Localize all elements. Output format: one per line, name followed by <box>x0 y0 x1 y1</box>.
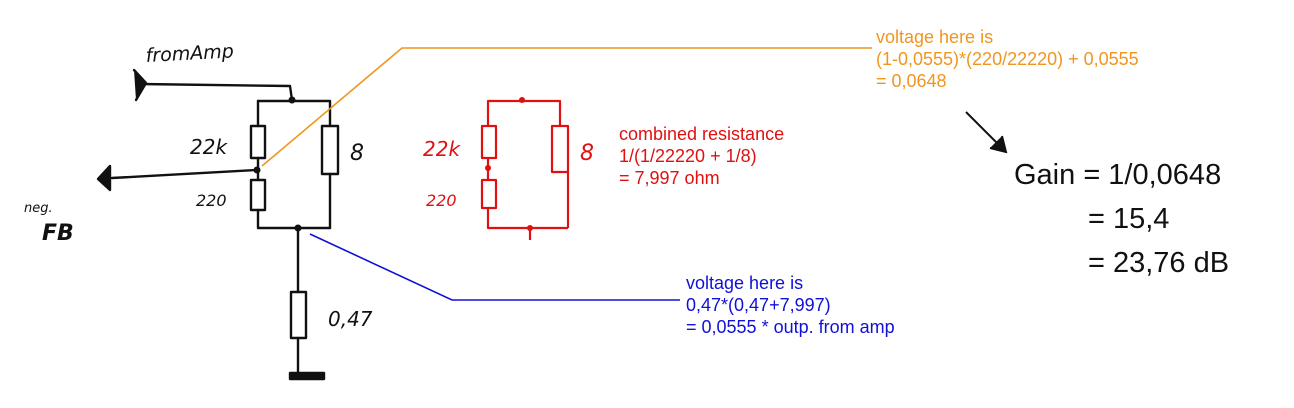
red-note-line-2: 1/(1/22220 + 1/8) <box>619 146 757 166</box>
red-nodes <box>485 97 533 231</box>
red-bottom-left-wire <box>486 208 568 230</box>
r-8-label: 8 <box>350 141 364 166</box>
red-resistance-note: combined resistance 1/(1/22220 + 1/8) = … <box>619 123 784 189</box>
left-branch-bottom-wire <box>256 208 332 230</box>
red-resistor-8 <box>550 124 570 174</box>
r-047-label: 0,47 <box>328 307 373 331</box>
neg-label: neg. <box>24 201 53 216</box>
red-resistor-220 <box>480 178 498 210</box>
orange-note-line-3: = 0,0648 <box>876 71 947 91</box>
from-amp-wire <box>138 82 294 102</box>
node-mid <box>253 166 261 174</box>
red-22k-label: 22k <box>423 137 461 161</box>
circuit-nodes <box>253 96 302 232</box>
red-note-line-3: = 7,997 ohm <box>619 168 720 188</box>
gain-line-1: Gain = 1/0,0648 <box>1014 159 1222 191</box>
red-8-label: 8 <box>580 141 594 166</box>
fb-label: FB <box>42 221 74 246</box>
neg-fb-wire <box>110 168 258 180</box>
red-equivalent-circuit <box>480 99 570 240</box>
gain-arrow <box>965 111 1008 154</box>
resistor-22k <box>249 124 267 160</box>
node-bottom <box>294 224 302 232</box>
resistor-220 <box>249 178 267 212</box>
blue-note-line-2: 0,47*(0,47+7,997) <box>686 295 831 315</box>
gain-line-3: = 23,76 dB <box>1088 247 1230 279</box>
red-220-label: 220 <box>426 191 457 210</box>
orange-note-line-1: voltage here is <box>876 27 994 47</box>
from-amp-label: fromAmp <box>145 40 234 67</box>
gain-calculation: Gain = 1/0,0648 = 15,4 = 23,76 dB <box>1014 153 1229 285</box>
r-22k-label: 22k <box>190 135 228 159</box>
red-note-line-1: combined resistance <box>619 124 785 144</box>
resistor-047 <box>289 290 308 340</box>
orange-voltage-note: voltage here is (1-0,0555)*(220/22220) +… <box>876 26 1139 92</box>
orange-note-line-2: (1-0,0555)*(220/22220) + 0,0555 <box>876 49 1139 69</box>
ground-bar <box>288 371 326 381</box>
orange-leader <box>261 47 872 167</box>
blue-note-line-1: voltage here is <box>686 273 804 293</box>
red-resistor-22k <box>480 124 498 160</box>
resistor-8 <box>320 124 340 176</box>
red-top-wire <box>486 99 562 126</box>
from-amp-arrow <box>132 68 148 102</box>
blue-leader <box>309 233 680 301</box>
top-bus-wire <box>256 99 332 128</box>
blue-note-line-3: = 0,0555 * outp. from amp <box>686 317 895 337</box>
r-220-label: 220 <box>196 191 227 210</box>
node-top <box>288 96 296 104</box>
gain-line-2: = 15,4 <box>1088 203 1170 235</box>
neg-fb-arrow <box>96 164 112 192</box>
blue-voltage-note: voltage here is 0,47*(0,47+7,997) = 0,05… <box>686 272 895 338</box>
